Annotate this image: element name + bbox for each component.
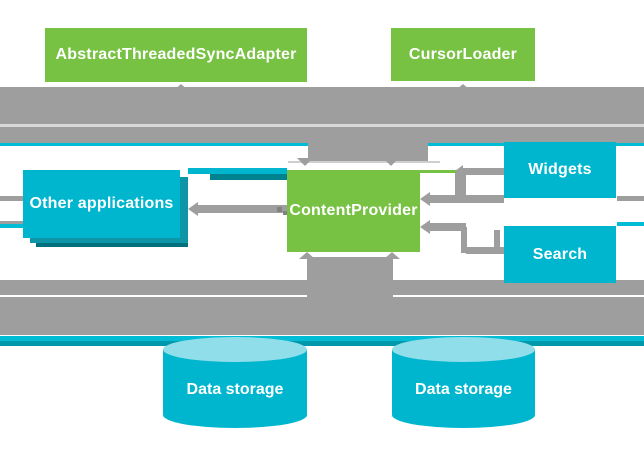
widgets-connector-top xyxy=(462,168,504,175)
gray-band-upper-a xyxy=(0,87,644,124)
node-label: Widgets xyxy=(528,161,592,178)
cylinder-top-right xyxy=(392,337,535,362)
light-line-above-provider xyxy=(288,161,440,163)
node-other-applications: Other applications xyxy=(23,170,180,238)
node-label: Other applications xyxy=(29,195,174,212)
arrow-shaft-widgets-to-provider xyxy=(430,195,504,203)
widgets-connector-vertical xyxy=(455,173,466,197)
arrow-down-into-provider-left-icon xyxy=(297,158,313,166)
teal-stretch-line-bottom xyxy=(0,336,644,341)
search-connector-vertical-1 xyxy=(461,227,467,253)
cyan-stretch-bar-dark xyxy=(210,174,287,180)
search-connector-vertical-2 xyxy=(494,230,500,254)
arrowhead-search-to-provider-icon xyxy=(420,220,430,234)
node-search: Search xyxy=(504,226,616,283)
cylinder-top-left xyxy=(163,337,307,362)
arrow-up-into-cursorloader-icon xyxy=(455,84,471,91)
node-label: Data storage xyxy=(186,381,284,398)
node-label: Data storage xyxy=(415,381,512,398)
gray-line-left-upper xyxy=(0,196,23,201)
node-label: Search xyxy=(532,245,588,263)
connector-block-above-provider xyxy=(308,143,428,162)
gray-line-right-upper xyxy=(617,196,644,201)
node-data-storage-right: Data storage xyxy=(392,375,535,405)
arrow-tail-dot-1 xyxy=(277,207,282,212)
gray-band-upper-b xyxy=(0,127,644,143)
arrow-down-into-provider-right-icon xyxy=(383,158,399,166)
teal-line-left xyxy=(0,224,23,228)
green-stretch-line xyxy=(420,170,462,173)
node-label: AbstractThreadedSyncAdapter xyxy=(55,46,297,63)
node-label: CursorLoader xyxy=(408,45,518,63)
arrow-up-into-syncadapter-icon xyxy=(173,84,189,91)
node-label: ContentProvider xyxy=(289,202,418,219)
band-separator-light xyxy=(0,124,644,127)
gray-band-lower-b xyxy=(0,297,644,335)
teal-stretch-line-bottom-dark xyxy=(0,341,644,346)
arrowhead-widgets-to-provider-icon xyxy=(420,192,430,206)
node-abstract-threaded-sync-adapter: AbstractThreadedSyncAdapter xyxy=(45,28,307,82)
teal-line-right xyxy=(617,222,644,226)
cylinder-data-storage-left xyxy=(163,349,307,428)
gray-line-left-lower xyxy=(0,221,23,224)
cylinder-data-storage-right xyxy=(392,349,535,428)
arrow-shaft-search-to-provider xyxy=(430,223,466,231)
widgets-connector-arrowhead-icon xyxy=(455,165,463,177)
node-content-provider: ContentProvider xyxy=(287,170,420,252)
arrow-shaft-provider-to-otherapps xyxy=(198,205,288,213)
node-widgets: Widgets xyxy=(504,142,616,198)
node-data-storage-left: Data storage xyxy=(163,375,307,405)
arrow-up-from-storage-left-icon xyxy=(299,252,315,259)
node-cursor-loader: CursorLoader xyxy=(391,28,535,81)
arrow-tail-dot-2 xyxy=(283,211,289,215)
connector-block-below-provider xyxy=(307,257,393,297)
search-connector-horizontal xyxy=(466,247,504,254)
arrowhead-left-otherapps-icon xyxy=(188,202,198,216)
cyan-stretch-bar-bright xyxy=(188,168,287,174)
arrow-up-from-storage-right-icon xyxy=(384,252,400,259)
